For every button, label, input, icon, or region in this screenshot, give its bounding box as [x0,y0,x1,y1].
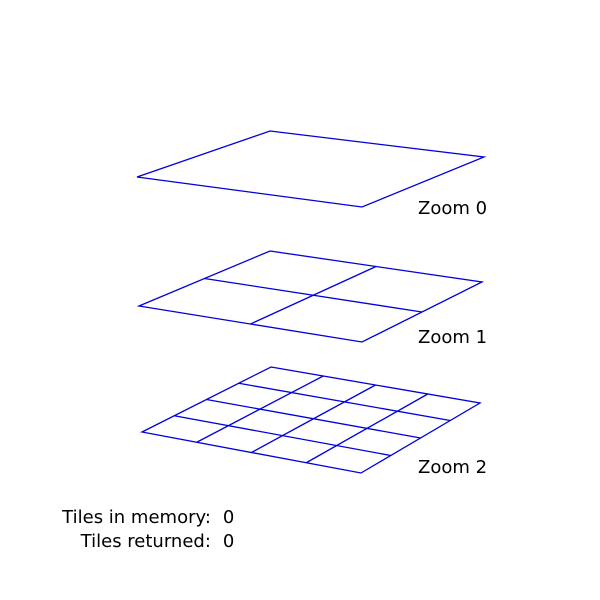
zoom-1-grid-line [204,277,423,313]
tiles-returned-row: Tiles returned: 0 [0,510,235,573]
zoom-1-outline [136,250,485,343]
tiles-returned-value: 0 [222,531,235,552]
zoom-2-label: Zoom 2 [418,457,487,478]
zoom-0-outline [136,130,487,208]
zoom-0-layer [136,130,487,208]
tiles-in-memory-row: Tiles in memory: 0 [0,486,234,549]
zoom-2-grid-line [206,398,421,439]
tiles-in-memory-label: Tiles in memory: [62,507,211,528]
zoom-2-outline [139,366,482,474]
zoom-1-layer [136,250,485,343]
tiles-returned-label: Tiles returned: [80,531,211,552]
zoom-2-layer [139,366,482,474]
zoom-2-grid-line [174,415,391,457]
zoom-0-label: Zoom 0 [418,198,487,219]
tiles-in-memory-value: 0 [222,507,235,528]
zoom-2-grid-line [305,393,429,464]
zoom-1-label: Zoom 1 [418,327,487,348]
